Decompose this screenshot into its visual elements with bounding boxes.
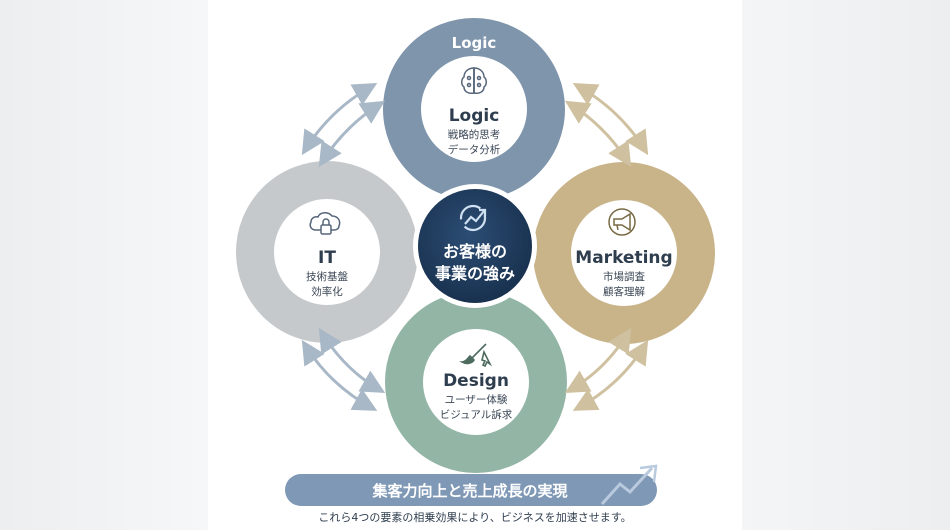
arrow-it-design [301,327,386,411]
result-banner [285,474,657,506]
it-title: IT [318,248,336,268]
brush-cursor-icon [459,343,493,368]
ring-marketing [533,162,715,344]
ring-it [236,161,418,343]
growth-chart-icon [459,204,487,232]
design-line2: ビジュアル訴求 [440,408,513,421]
marketing-line2: 顧客理解 [603,285,645,298]
arrow-marketing-design [564,327,649,411]
arrow-logic-marketing [564,83,649,168]
logic-node [422,57,526,161]
marketing-node [572,201,676,305]
arrow-logic-it [301,83,386,168]
marketing-line1: 市場調査 [603,270,645,283]
design-line1: ユーザー体験 [445,393,508,406]
ring-design [385,291,567,473]
megaphone-icon [608,208,636,236]
ring-logic [383,18,565,200]
center-line1: お客様の [443,242,507,261]
it-line2: 効率化 [311,285,343,298]
logic-line1: 戦略的思考 [448,128,501,141]
logic-line2: データ分析 [448,143,501,156]
ring-top-label: Logic [452,34,497,52]
it-line1: 技術基盤 [306,270,348,283]
cloud-lock-icon [309,212,341,235]
it-node [275,200,379,304]
rising-arrow-icon [600,464,658,506]
brain-icon [461,67,487,94]
center-line2: 事業の強み [435,264,515,283]
design-node [424,330,528,434]
marketing-title: Marketing [575,248,672,268]
design-title: Design [443,371,509,391]
center-circle [418,189,532,303]
logic-title: Logic [449,106,500,126]
banner-text: 集客力向上と売上成長の実現 [371,482,567,500]
footer-text: これら4つの要素の相乗効果により、ビジネスを加速させます。 [318,510,631,524]
